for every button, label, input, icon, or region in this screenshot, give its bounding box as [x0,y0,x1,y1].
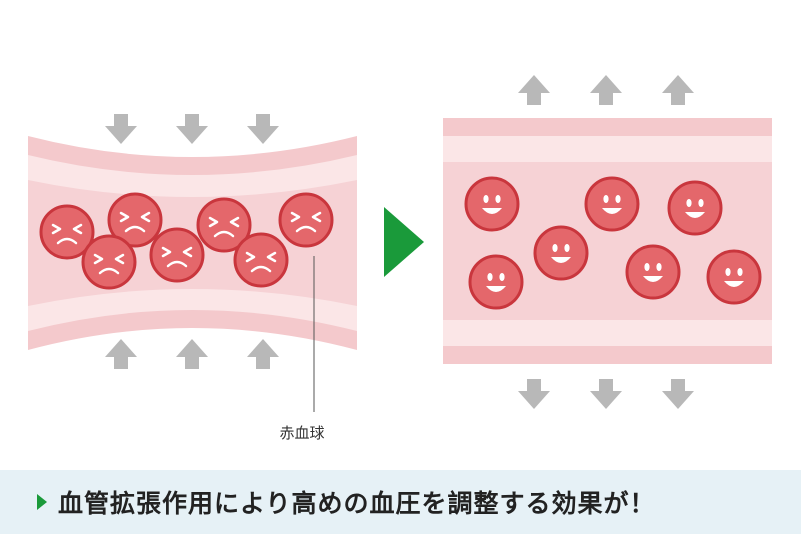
inward-arrow-icon [105,339,137,369]
outward-arrow-icon [518,75,550,105]
stressed-red-blood-cell [278,192,334,248]
outward-arrow-icon [662,75,694,105]
happy-red-blood-cell [706,249,762,305]
red-blood-cell-label: 赤血球 [279,424,325,442]
caption-text: 血管拡張作用により高めの血圧を調整する効果が！ [58,489,656,518]
happy-red-blood-cell [533,225,589,281]
happy-red-blood-cell [584,176,640,232]
bullet-triangle-icon [37,494,47,510]
outward-arrow-icon [662,379,694,409]
stressed-red-blood-cell [233,232,289,288]
outward-arrow-icon [590,75,622,105]
inward-arrow-icon [176,114,208,144]
happy-red-blood-cell [667,180,723,236]
happy-red-blood-cell [625,244,681,300]
inward-arrow-icon [105,114,137,144]
outward-arrow-icon [590,379,622,409]
transition-arrow-icon [384,207,424,277]
inward-arrow-icon [247,114,279,144]
inward-arrow-icon [176,339,208,369]
caption-banner: 血管拡張作用により高めの血圧を調整する効果が！ [0,470,801,534]
stressed-red-blood-cell [149,227,205,283]
happy-red-blood-cell [464,176,520,232]
outward-arrow-icon [518,379,550,409]
inward-arrow-icon [247,339,279,369]
happy-red-blood-cell [468,254,524,310]
dilated-vessel [443,118,772,364]
stressed-red-blood-cell [81,234,137,290]
